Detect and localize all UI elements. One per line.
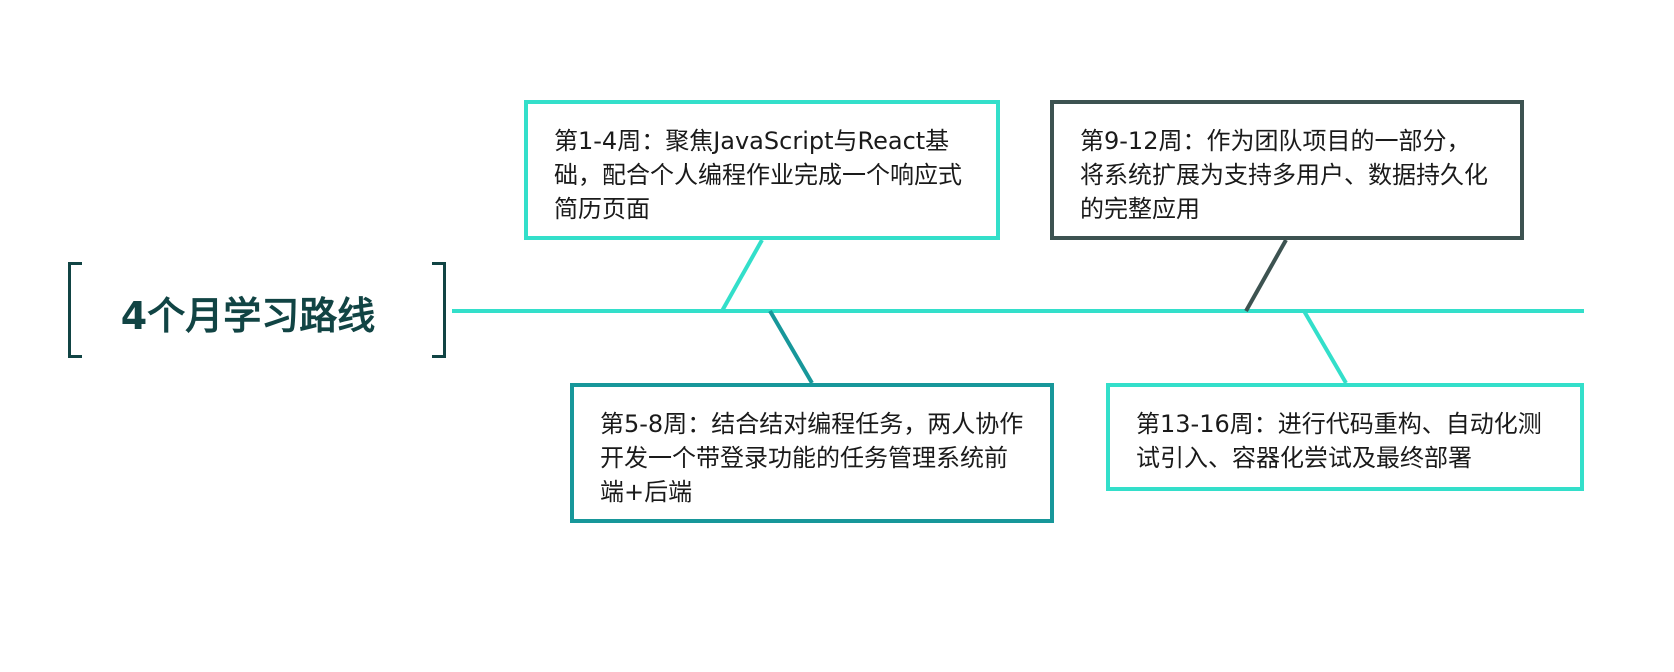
event-box-weeks-5-8: 第5-8周：结合结对编程任务，两人协作开发一个带登录功能的任务管理系统前端+后端 xyxy=(570,383,1054,523)
connector-event-2 xyxy=(768,309,814,385)
connector-event-3 xyxy=(1244,239,1288,312)
connector-event-1 xyxy=(720,239,764,312)
diagram-title: 4个月学习路线 xyxy=(120,293,376,338)
connector-event-4 xyxy=(1302,309,1348,385)
event-box-weeks-13-16: 第13-16周：进行代码重构、自动化测试引入、容器化尝试及最终部署 xyxy=(1106,383,1584,491)
event-text-weeks-13-16: 第13-16周：进行代码重构、自动化测试引入、容器化尝试及最终部署 xyxy=(1136,410,1542,472)
event-text-weeks-5-8: 第5-8周：结合结对编程任务，两人协作开发一个带登录功能的任务管理系统前端+后端 xyxy=(600,410,1024,506)
event-text-weeks-9-12: 第9-12周：作为团队项目的一部分，将系统扩展为支持多用户、数据持久化的完整应用 xyxy=(1080,127,1488,223)
title-bracket-right xyxy=(432,262,446,358)
event-box-weeks-1-4: 第1-4周：聚焦JavaScript与React基础，配合个人编程作业完成一个响… xyxy=(524,100,1000,240)
title-container: 4个月学习路线 xyxy=(68,262,448,362)
event-text-weeks-1-4: 第1-4周：聚焦JavaScript与React基础，配合个人编程作业完成一个响… xyxy=(554,127,962,223)
event-box-weeks-9-12: 第9-12周：作为团队项目的一部分，将系统扩展为支持多用户、数据持久化的完整应用 xyxy=(1050,100,1524,240)
title-bracket-left xyxy=(68,262,82,358)
